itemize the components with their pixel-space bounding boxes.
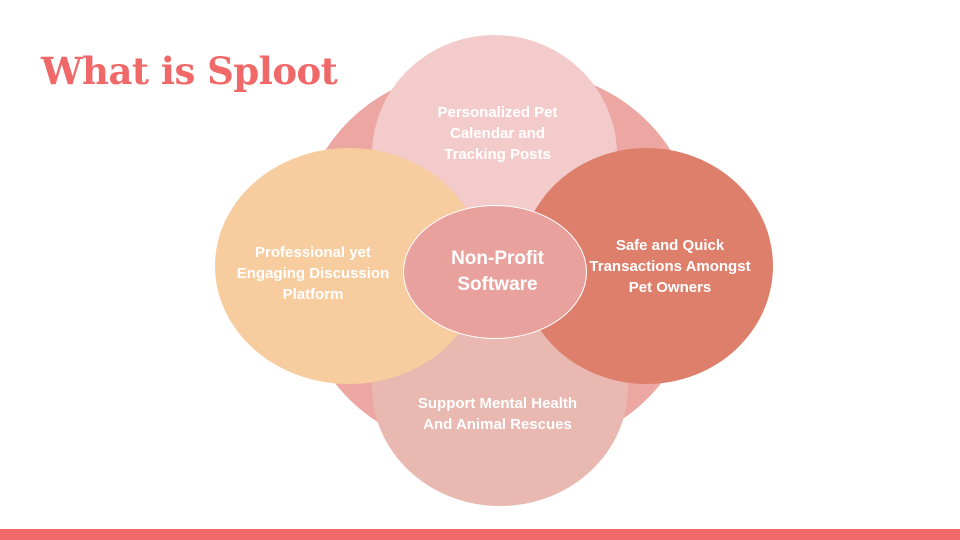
slide-title: What is Sploot (41, 49, 338, 93)
right-circle-label: Safe and Quick Transactions Amongst Pet … (589, 236, 751, 296)
top-circle-label: Personalized Pet Calendar and Tracking P… (437, 103, 558, 163)
left-circle-label: Professional yet Engaging Discussion Pla… (236, 243, 390, 303)
bottom-circle-label: Support Mental Health And Animal Rescues (417, 395, 578, 433)
center-circle (403, 205, 587, 339)
footer-accent-bar (0, 529, 960, 540)
center-circle-label: Non-Profit Software (451, 248, 544, 295)
